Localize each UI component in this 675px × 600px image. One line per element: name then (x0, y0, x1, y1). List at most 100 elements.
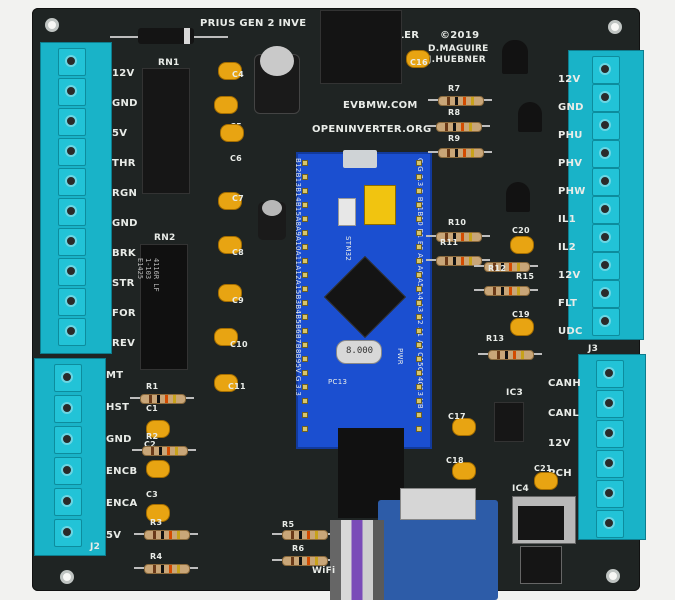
header-pin (302, 384, 308, 390)
right-terminal-label: 12V (558, 270, 581, 281)
resistor-label: R3 (150, 518, 163, 527)
capacitor-label: C11 (228, 382, 246, 391)
capacitor-label: C1 (146, 404, 159, 413)
header-pin (302, 356, 308, 362)
terminal-screw (54, 488, 82, 516)
resistor (484, 262, 530, 272)
terminal-screw (596, 510, 624, 538)
header-pin (416, 272, 422, 278)
crystal (336, 340, 382, 364)
terminal-screw (58, 108, 86, 136)
terminal-screw (58, 78, 86, 106)
electrolytic-capacitor-top (262, 200, 282, 216)
resistor-label: R10 (448, 218, 467, 227)
resistor-label: R5 (282, 520, 295, 529)
crystal-label: 8.000 (346, 346, 374, 356)
right-terminal-label: PHV (558, 158, 583, 169)
capacitor (214, 328, 238, 346)
left-terminal-label: FOR (112, 308, 136, 319)
right-terminal-label: CANL (548, 408, 580, 419)
capacitor-label: C10 (230, 340, 248, 349)
transistor (518, 102, 542, 132)
right-terminal-label: GND (558, 102, 584, 113)
left-terminal-label: STR (112, 278, 135, 289)
resistor-label: R8 (448, 108, 461, 117)
header-pin (416, 300, 422, 306)
ic3-chip (494, 402, 524, 442)
right-terminal-label: 12V (558, 74, 581, 85)
terminal-screw (596, 390, 624, 418)
capacitor (406, 50, 430, 68)
rn1-chip (142, 68, 190, 194)
capacitor (452, 418, 476, 436)
header-pin (416, 370, 422, 376)
wifi-label: WiFi (312, 566, 336, 576)
capacitor-label: C8 (232, 248, 245, 257)
capacitor (452, 462, 476, 480)
capacitor-label: C17 (448, 412, 466, 421)
resistor (144, 530, 190, 540)
terminal-screw (596, 450, 624, 478)
header-pin (416, 342, 422, 348)
resistor-label: R11 (440, 238, 459, 247)
pwr-label: PWR (396, 348, 404, 365)
capacitor-label: C18 (446, 456, 464, 465)
terminal-screw (58, 138, 86, 166)
rn2-label: RN2 (154, 233, 176, 243)
author-1: D.MAGUIRE (428, 44, 489, 54)
terminal-screw (58, 168, 86, 196)
url-2: OPENINVERTER.ORG (312, 124, 432, 135)
left-terminal-label: THR (112, 158, 136, 169)
capacitor (218, 236, 242, 254)
capacitor-label: C16 (410, 58, 428, 67)
capacitor-label: C6 (230, 154, 243, 163)
resistor (484, 286, 530, 296)
capacitor (218, 62, 242, 80)
terminal-screw (592, 196, 620, 224)
header-pin (416, 258, 422, 264)
header-pin (302, 202, 308, 208)
mounting-hole (606, 569, 620, 583)
capacitor (214, 96, 238, 114)
transistor (506, 182, 530, 212)
resistor (140, 394, 186, 404)
header-pin (416, 244, 422, 250)
header-pin (416, 188, 422, 194)
terminal-screw (54, 519, 82, 547)
rn2-chip (140, 244, 188, 370)
electrolytic-capacitor-top (260, 46, 294, 76)
header-pin (302, 188, 308, 194)
header-pin (302, 412, 308, 418)
capacitor (220, 124, 244, 142)
resistor (436, 232, 482, 242)
terminal-screw (58, 288, 86, 316)
header-pin (302, 370, 308, 376)
capacitor (214, 374, 238, 392)
url-1: EVBMW.COM (343, 100, 418, 111)
terminal-screw (592, 112, 620, 140)
capacitor-label: C21 (534, 464, 552, 473)
header-pin (302, 426, 308, 432)
capacitor (510, 236, 534, 254)
mounting-hole (60, 570, 74, 584)
header-pin (416, 286, 422, 292)
resistor-label: R9 (448, 134, 461, 143)
regulator-2 (520, 546, 562, 584)
right-terminal-label: PCH (548, 468, 572, 479)
right-terminal-label: PHU (558, 130, 583, 141)
terminal-screw (592, 168, 620, 196)
left-terminal-label: 12V (112, 68, 135, 79)
resistor-label: R13 (486, 334, 505, 343)
terminal-screw (592, 224, 620, 252)
header-pin (416, 216, 422, 222)
mounting-hole (608, 20, 622, 34)
header-pin (302, 258, 308, 264)
right-terminal-label: IL2 (558, 242, 576, 253)
capacitor (534, 472, 558, 490)
header-pin (416, 230, 422, 236)
capacitor (146, 420, 170, 438)
header-pin (302, 314, 308, 320)
resistor (144, 564, 190, 574)
capacitor (218, 284, 242, 302)
